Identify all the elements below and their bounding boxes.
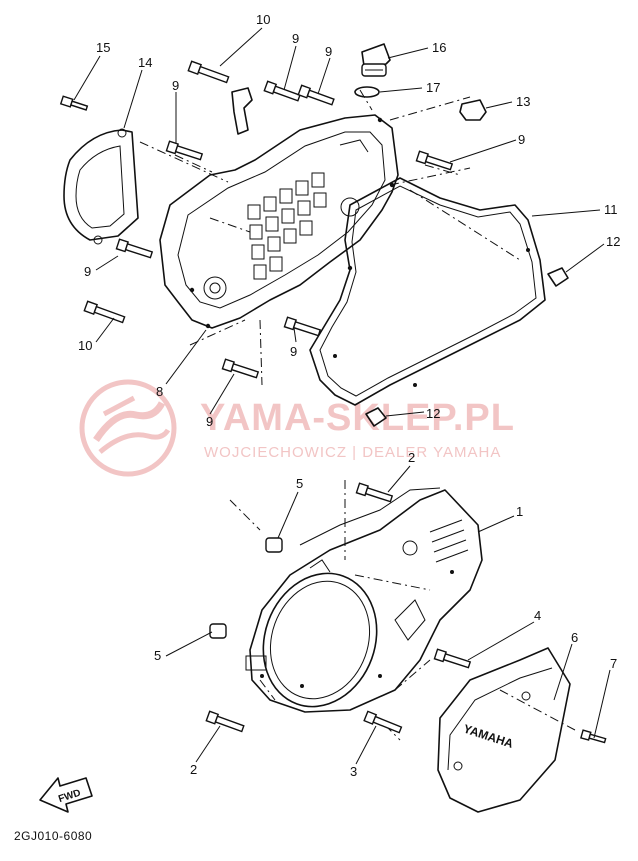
callout-numbers: 10 9 9 16 15 14 17 9 13 9 11 9 12 10 9 8… — [78, 12, 620, 779]
bolt-4 — [433, 648, 472, 669]
callout-11: 11 — [604, 202, 618, 217]
part-17-o-ring — [354, 86, 380, 98]
callout-6: 6 — [571, 630, 578, 645]
dowel-12-b — [365, 407, 387, 427]
callout-12-a: 12 — [606, 234, 620, 249]
bolt-9-c — [165, 140, 204, 161]
watermark: YAMA-SKLEP.PL WOJCIECHOWICZ | DEALER YAM… — [79, 379, 514, 477]
fwd-arrow-icon: FWD — [39, 777, 93, 813]
watermark-subtitle: WOJCIECHOWICZ | DEALER YAMAHA — [204, 444, 501, 461]
callout-2-top: 2 — [408, 450, 415, 465]
callout-12-b: 12 — [426, 406, 440, 421]
bolt-10-top — [187, 60, 230, 84]
callout-9-b: 9 — [325, 44, 332, 59]
callout-5-a: 5 — [296, 476, 303, 491]
upper-bolts — [59, 60, 569, 427]
bolt-2-low — [205, 710, 245, 733]
part-16-filler-cap — [361, 43, 391, 77]
cover-brand-text: YAMAHA — [462, 722, 516, 751]
callout-13: 13 — [516, 94, 530, 109]
callout-4: 4 — [534, 608, 541, 623]
lower-bolts — [205, 482, 607, 744]
part-14-cover-boot — [63, 128, 139, 245]
cover-rib-grid — [247, 172, 327, 280]
callout-7: 7 — [610, 656, 617, 671]
callout-3: 3 — [350, 764, 357, 779]
callout-9-a: 9 — [292, 31, 299, 46]
part-code: 2GJ010-6080 — [14, 829, 93, 843]
bolt-9-b — [297, 84, 335, 106]
callout-9-g: 9 — [206, 414, 213, 429]
dowel-5-b — [209, 623, 227, 639]
watermark-logo-icon — [79, 379, 177, 477]
callout-8: 8 — [156, 384, 163, 399]
callout-17: 17 — [426, 80, 440, 95]
callout-9-d: 9 — [518, 132, 525, 147]
dowel-5-a — [265, 537, 283, 553]
callout-2-low: 2 — [190, 762, 197, 777]
bolt-15 — [59, 95, 89, 111]
bolt-9-a — [263, 80, 301, 102]
dowel-12-a — [547, 267, 569, 287]
callout-15: 15 — [96, 40, 110, 55]
bolt-9-d — [415, 150, 454, 171]
callout-9-c: 9 — [172, 78, 179, 93]
part-13-plug — [459, 99, 487, 121]
callout-5-b: 5 — [154, 648, 161, 663]
callout-10-low: 10 — [78, 338, 92, 353]
bolt-2-top — [355, 482, 394, 503]
callout-1: 1 — [516, 504, 523, 519]
bolt-9-g — [221, 358, 260, 379]
callout-14: 14 — [138, 55, 152, 70]
bolt-9-e — [115, 238, 154, 259]
callout-9-f: 9 — [290, 344, 297, 359]
part-1-outer-cover — [245, 487, 483, 713]
callout-10-top: 10 — [256, 12, 270, 27]
bolt-9-f — [283, 316, 322, 337]
bolt-7 — [580, 729, 607, 744]
part-11-gasket — [309, 177, 546, 406]
callout-9-e: 9 — [84, 264, 91, 279]
assembly-lines — [139, 89, 576, 741]
callout-leaders — [73, 27, 611, 765]
part-6-cap-cover: YAMAHA — [437, 647, 571, 813]
bolt-10-low — [83, 300, 126, 324]
bolt-3 — [363, 710, 403, 734]
callout-16: 16 — [432, 40, 446, 55]
crankcase-inner-cover — [159, 87, 399, 329]
